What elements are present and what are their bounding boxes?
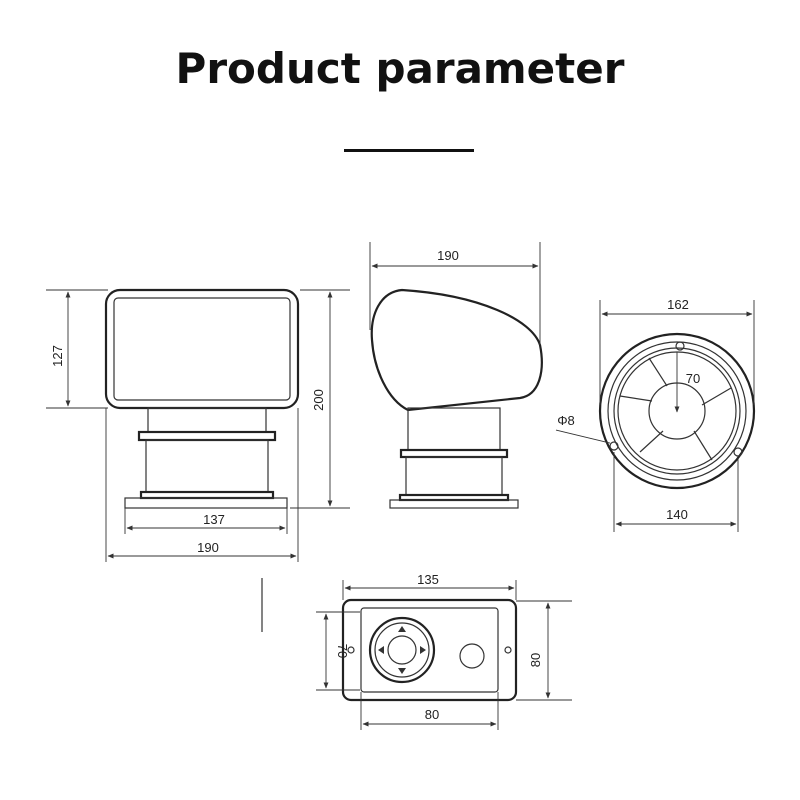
dim-panel-135: 135 xyxy=(417,572,439,587)
top-outer-ring xyxy=(598,332,756,490)
front-lens xyxy=(113,297,291,401)
side-collar xyxy=(399,448,509,459)
panel-inner-face xyxy=(360,607,499,693)
dim-top-phi8: Φ8 xyxy=(557,413,575,428)
dim-panel-80-bottom: 80 xyxy=(425,707,439,722)
arrow-right-icon xyxy=(420,646,426,654)
page-title: Product parameter xyxy=(175,44,625,93)
side-base-ring xyxy=(398,493,510,502)
panel-screw-right xyxy=(504,646,512,654)
dim-panel-70: 70 xyxy=(335,644,350,658)
front-base-plate xyxy=(124,497,288,509)
dim-side-190: 190 xyxy=(437,248,459,263)
arrow-down-icon xyxy=(398,668,406,674)
dim-top-162: 162 xyxy=(667,297,689,312)
side-body xyxy=(405,456,503,496)
top-bolt-hole xyxy=(609,441,619,451)
front-collar xyxy=(137,430,277,442)
joystick-knob xyxy=(387,635,417,665)
top-bolt-hole xyxy=(675,341,685,351)
side-base-plate xyxy=(389,499,519,509)
panel-outer-frame xyxy=(341,598,518,702)
dim-front-190: 190 xyxy=(197,540,219,555)
dim-front-200: 200 xyxy=(311,389,326,411)
title-underline xyxy=(344,149,474,152)
top-bolt-hole xyxy=(733,447,743,457)
joystick-bezel xyxy=(368,616,436,684)
arrow-up-icon xyxy=(398,626,406,632)
front-base-ring xyxy=(139,490,275,500)
top-view: 162 70 Φ8 140 xyxy=(555,297,756,532)
front-body xyxy=(145,439,269,493)
top-flange xyxy=(607,341,747,481)
side-neck xyxy=(407,407,501,451)
front-view: 127 200 137 190 xyxy=(46,288,350,562)
dim-front-137: 137 xyxy=(203,512,225,527)
front-lamp-head xyxy=(104,288,300,410)
control-panel: 135 70 80 80 xyxy=(316,572,572,730)
dim-top-70: 70 xyxy=(686,371,700,386)
power-button xyxy=(459,643,485,669)
panel-screw-left xyxy=(347,646,355,654)
front-neck xyxy=(147,407,267,433)
side-lamp-head xyxy=(370,288,543,412)
dim-front-127: 127 xyxy=(50,345,65,367)
side-view: 190 xyxy=(369,242,543,509)
dim-panel-80-right: 80 xyxy=(528,653,543,667)
arrow-left-icon xyxy=(378,646,384,654)
dim-top-140: 140 xyxy=(666,507,688,522)
